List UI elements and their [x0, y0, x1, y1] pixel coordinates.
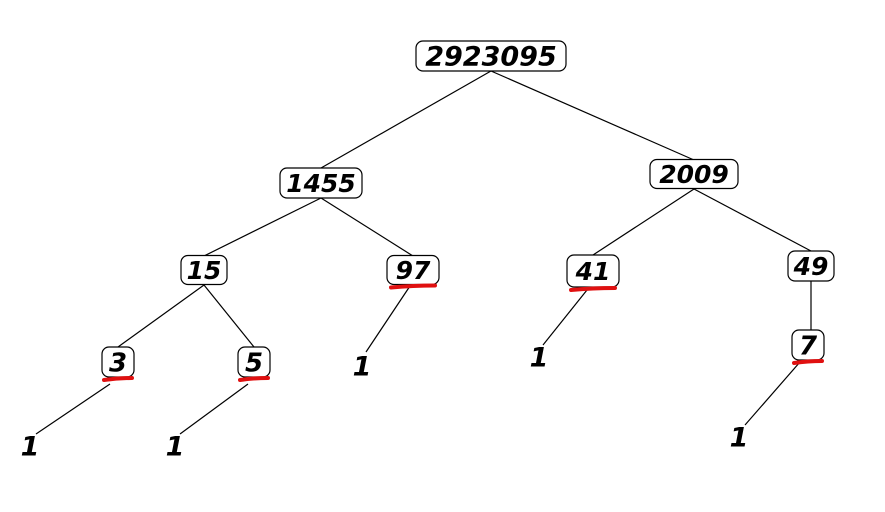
tree-node-n2009: 2009 [649, 158, 739, 190]
node-label: 1 [21, 432, 40, 463]
node-label: 2923095 [425, 42, 557, 73]
node-label: 3 [109, 348, 127, 378]
node-label: 1 [730, 423, 749, 454]
leaf-value-leaf-97: 1 [353, 352, 372, 383]
edges-layer [35, 70, 812, 435]
leaf-value-leaf-5: 1 [166, 432, 185, 463]
edge-n5-leaf-5 [179, 383, 249, 435]
nodes-layer: 2923095 1455 2009 15 97 41 49 3 5 7 1 1 1 1 1 [21, 40, 835, 463]
tree-node-n5: 5 [237, 346, 271, 382]
leaf-value-leaf-7: 1 [730, 423, 749, 454]
node-box [649, 158, 739, 190]
tree-node-n15: 15 [180, 254, 228, 286]
tree-node-n41: 41 [566, 254, 620, 292]
node-label: 49 [793, 252, 829, 281]
edge-n2923095-n2009 [490, 70, 695, 161]
tree-node-n1455: 1455 [279, 167, 363, 199]
edge-n41-leaf-41 [542, 289, 588, 346]
edge-n15-n3 [117, 284, 205, 348]
node-box [180, 254, 228, 286]
edge-n2009-n41 [592, 188, 695, 256]
edge-n7-leaf-7 [744, 361, 801, 426]
red-underline-mark [238, 376, 270, 382]
tree-node-n7: 7 [791, 329, 825, 365]
edge-n97-leaf-97 [365, 285, 411, 353]
node-label: 1 [166, 432, 185, 463]
red-underline-mark [569, 286, 617, 292]
tree-node-n2923095: 2923095 [415, 40, 567, 73]
tree-node-n3: 3 [101, 346, 135, 382]
node-label: 2009 [659, 160, 729, 189]
edge-n2923095-n1455 [320, 70, 492, 169]
leaf-value-leaf-41: 1 [530, 343, 549, 374]
edge-n2009-n49 [693, 188, 812, 252]
edge-n3-leaf-3 [35, 383, 111, 435]
tree-node-n97: 97 [386, 254, 440, 290]
node-label: 15 [187, 256, 222, 285]
edge-n1455-n15 [203, 197, 322, 257]
edge-n1455-n97 [320, 197, 414, 257]
edge-n15-n5 [203, 284, 255, 348]
tree-node-n49: 49 [787, 250, 835, 282]
node-label: 1 [353, 352, 372, 383]
node-label: 1455 [286, 169, 356, 198]
red-underline-mark [792, 359, 824, 365]
node-box [787, 250, 835, 282]
leaf-value-leaf-3: 1 [21, 432, 40, 463]
node-box [279, 167, 363, 199]
red-underline-mark [102, 376, 134, 382]
node-label: 5 [245, 348, 263, 378]
node-label: 97 [396, 256, 431, 285]
node-label: 1 [530, 343, 549, 374]
node-label: 7 [799, 331, 818, 361]
node-box [415, 40, 567, 72]
node-label: 41 [575, 257, 611, 286]
red-underline-mark [389, 283, 437, 290]
